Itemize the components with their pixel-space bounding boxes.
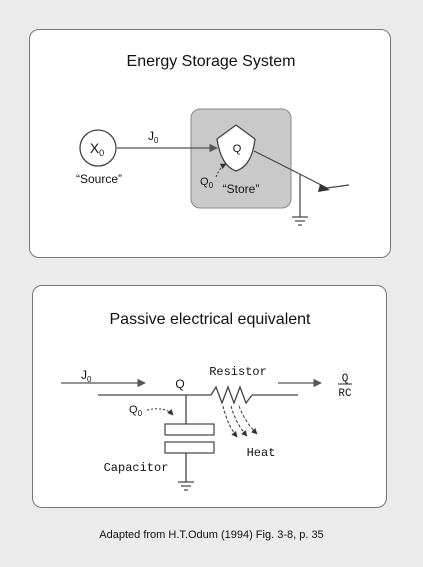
storage-tank-symbol <box>216 124 256 172</box>
capacitor-label: Capacitor <box>104 461 169 475</box>
source-symbol <box>79 129 117 167</box>
store-label: “Store” <box>223 182 260 196</box>
panel-title: Passive electrical equivalent <box>110 311 312 328</box>
initial-charge-arrow <box>146 408 174 416</box>
flow-label: J0 <box>148 129 159 145</box>
initial-storage-arrow <box>215 163 227 178</box>
resistor-symbol <box>210 385 253 405</box>
ground-icon <box>178 481 194 491</box>
node-label: Q <box>175 377 184 391</box>
source-symbol-label: X0 <box>90 140 104 158</box>
output-numerator: Q <box>342 373 349 385</box>
energy-storage-diagram: Energy Storage System X0 “Source” J0 Q Q… <box>76 53 350 226</box>
output-flow-arrowhead <box>318 184 330 192</box>
heat-sink-ground-icon <box>292 216 308 226</box>
initial-charge-label: Q0 <box>129 404 143 418</box>
output-flow-tail <box>326 184 350 189</box>
tank-label: Q <box>233 143 242 155</box>
output-denominator: RC <box>338 388 352 400</box>
panel-title: Energy Storage System <box>127 53 296 70</box>
heat-arrow-3 <box>238 405 258 435</box>
electrical-equivalent-panel: Passive electrical equivalent J0 Q Resis… <box>32 285 387 508</box>
capacitor-plate-top <box>164 423 215 436</box>
source-label: “Source” <box>76 172 122 186</box>
resistor-label: Resistor <box>209 365 267 379</box>
initial-storage-label: Q0 <box>200 176 214 190</box>
figure-caption: Adapted from H.T.Odum (1994) Fig. 3-8, p… <box>99 529 324 541</box>
capacitor-plate-bottom <box>164 441 215 454</box>
heat-arrow-1 <box>222 405 238 438</box>
heat-label: Heat <box>247 446 276 460</box>
electrical-equivalent-diagram: Passive electrical equivalent J0 Q Resis… <box>61 311 352 491</box>
input-flow-label: J0 <box>81 368 92 384</box>
energy-storage-panel: Energy Storage System X0 “Source” J0 Q Q… <box>29 29 391 258</box>
heat-arrow-2 <box>230 405 248 437</box>
